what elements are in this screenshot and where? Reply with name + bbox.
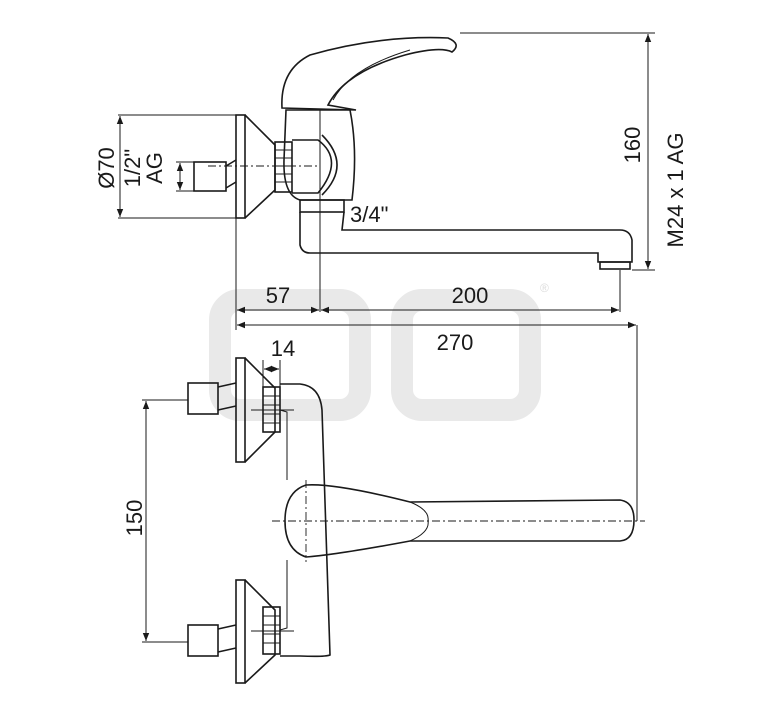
lower-flange — [235, 579, 246, 684]
wall-to-axis-label: 57 — [266, 283, 290, 308]
lever-handle-top — [284, 484, 635, 558]
lower-inlet-connector — [187, 624, 219, 657]
mixer-body-top — [280, 383, 331, 658]
inlet-thread-type-label: AG — [142, 152, 167, 184]
flange-cone — [244, 114, 276, 219]
side-view: Ø70 1/2" AG 3/4" 57 200 270 160 M24 x 1 … — [94, 32, 688, 355]
flange-diameter-label: Ø70 — [94, 147, 119, 189]
spout-thread-label: 3/4" — [350, 202, 388, 227]
nut — [274, 141, 293, 193]
inlet-thread-label: 1/2" — [120, 149, 145, 187]
spout-reach-label: 200 — [452, 283, 489, 308]
inlet-spacing-label: 150 — [122, 500, 147, 537]
top-view: 150 14 — [122, 325, 645, 684]
wall-flange — [235, 114, 246, 219]
watermark-registered-mark: ® — [540, 281, 549, 295]
height-label: 160 — [620, 127, 645, 164]
aerator-thread-label: M24 x 1 AG — [663, 133, 688, 248]
upper-flange — [235, 357, 246, 463]
aerator — [599, 261, 631, 270]
upper-inlet-connector — [187, 382, 219, 415]
nut-width-label: 14 — [271, 336, 295, 361]
spout-collar — [299, 199, 345, 213]
inlet-connector — [193, 161, 227, 192]
lever-handle — [281, 36, 457, 111]
total-length-label: 270 — [437, 330, 474, 355]
mixer-body — [283, 109, 356, 201]
